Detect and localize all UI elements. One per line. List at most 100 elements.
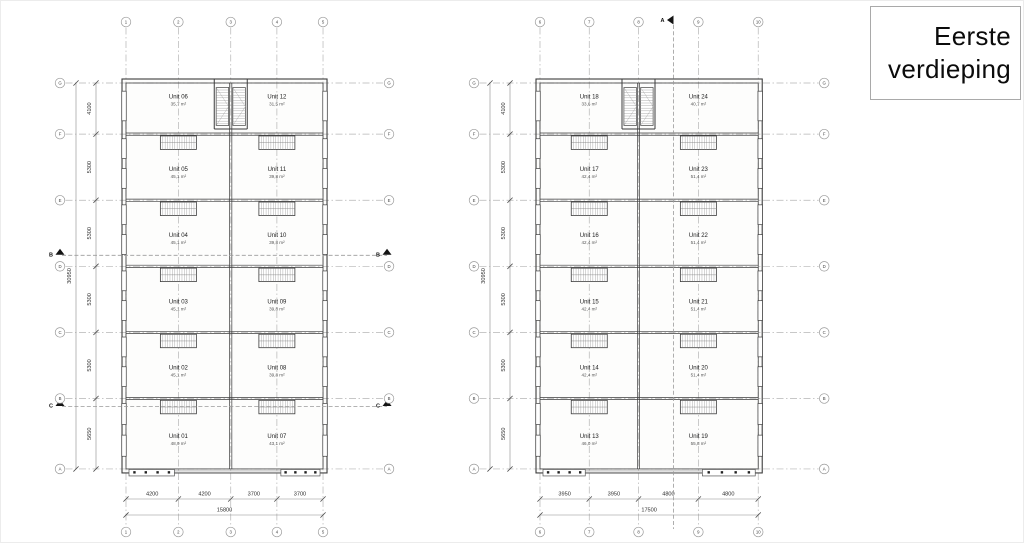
svg-text:39,8 m²: 39,8 m² [269,306,285,311]
stair [570,135,608,150]
svg-text:33,6 m²: 33,6 m² [581,101,597,106]
svg-text:F: F [388,132,391,137]
grid-bubble: B [468,393,480,404]
svg-text:4200: 4200 [198,492,210,498]
svg-text:A: A [59,467,62,472]
svg-text:F: F [473,132,476,137]
svg-text:1: 1 [125,20,128,25]
grid-bubble: 7 [584,526,595,538]
svg-text:4: 4 [276,20,279,25]
svg-text:Unit 23: Unit 23 [689,167,709,173]
grid-bubble: E [819,195,830,206]
stair [159,267,197,283]
svg-text:10: 10 [756,20,761,25]
svg-text:5: 5 [322,20,325,25]
svg-text:Unit 05: Unit 05 [169,167,189,173]
grid-bubble: 5 [317,16,329,28]
stair [570,201,608,216]
svg-text:Unit 21: Unit 21 [689,299,709,305]
grid-bubble: 9 [693,16,704,28]
svg-text:35,7 m²: 35,7 m² [171,101,187,106]
stair [258,201,296,216]
grid-bubble: C [383,327,395,338]
grid-bubble: F [54,128,66,140]
grid-bubble: 4 [271,16,283,28]
svg-text:E: E [473,198,476,203]
svg-text:51,4 m²: 51,4 m² [691,240,707,245]
grid-bubble: E [383,195,395,206]
svg-text:A: A [388,467,391,472]
svg-text:39,8 m²: 39,8 m² [269,372,285,377]
svg-text:B: B [59,396,62,401]
svg-text:E: E [59,198,62,203]
grid-bubble: C [468,327,480,338]
svg-text:6: 6 [539,20,542,25]
stairwell [621,79,656,130]
svg-text:B: B [49,252,53,258]
grid-bubble: B [54,393,66,404]
grid-bubble: G [819,77,830,89]
svg-text:Unit 02: Unit 02 [169,365,189,371]
grid-bubble: D [383,261,395,272]
stair [258,267,296,283]
walls [121,78,328,474]
svg-text:10: 10 [756,530,761,535]
svg-text:A: A [661,18,665,24]
svg-text:42,4 m²: 42,4 m² [581,174,597,179]
svg-text:Unit 16: Unit 16 [580,233,600,239]
svg-text:Unit 10: Unit 10 [267,233,287,239]
grid-bubble: E [54,195,66,206]
svg-text:5300: 5300 [501,227,507,239]
svg-text:Unit 14: Unit 14 [580,365,600,371]
grid-bubble: 8 [633,526,644,538]
grid-bubble: F [819,128,830,140]
grid-bubble: 2 [173,16,184,28]
svg-text:17500: 17500 [641,508,657,514]
grid-bubble: 1 [120,526,132,538]
svg-text:46,0 m²: 46,0 m² [581,441,597,446]
svg-text:C: C [823,330,826,335]
svg-text:8: 8 [637,20,640,25]
grid-bubble: B [819,393,830,404]
svg-text:48,9 m²: 48,9 m² [171,441,187,446]
svg-text:5300: 5300 [87,227,93,239]
svg-text:G: G [387,81,391,86]
grid-bubble: F [468,128,480,140]
grid-bubble: E [468,195,480,206]
svg-text:A: A [823,467,826,472]
grid-bubble: D [54,261,66,272]
svg-text:4100: 4100 [501,102,507,114]
grid-bubble: 7 [584,16,595,28]
svg-text:3950: 3950 [608,492,620,498]
grid-bubble: 5 [317,526,329,538]
svg-text:51,4 m²: 51,4 m² [691,372,707,377]
stair [258,399,296,415]
svg-text:Unit 19: Unit 19 [689,434,709,440]
svg-text:D: D [823,264,826,269]
svg-text:E: E [823,198,826,203]
svg-text:39,8 m²: 39,8 m² [269,174,285,179]
svg-text:F: F [823,132,826,137]
windows [535,90,763,457]
grid-bubble: 3 [225,526,236,538]
grid-bubble: 10 [753,16,764,28]
stair [159,399,197,415]
title-block: Eerste verdieping [870,6,1021,100]
grid-bubble: 2 [173,526,184,538]
svg-text:30950: 30950 [67,268,73,284]
stair [159,333,197,349]
svg-text:4200: 4200 [146,492,158,498]
grid-bubble: G [54,77,66,89]
svg-text:30950: 30950 [481,268,487,284]
entrance-porches [128,469,321,477]
svg-text:D: D [58,264,61,269]
svg-text:5300: 5300 [501,293,507,305]
svg-text:45,1 m²: 45,1 m² [171,174,187,179]
